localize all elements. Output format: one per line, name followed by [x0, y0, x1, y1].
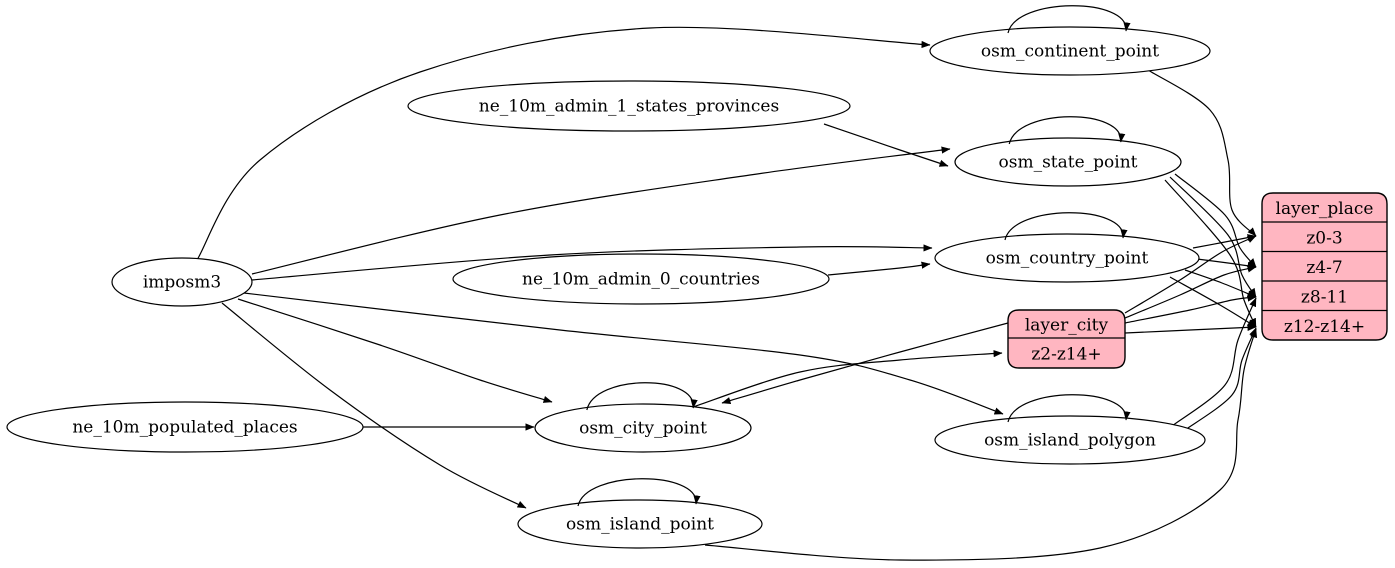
edge-imposm3-to-osm-island-point: [221, 302, 527, 509]
node-label: osm_country_point: [986, 249, 1149, 269]
node-osm-island-polygon: osm_island_polygon: [934, 394, 1206, 465]
layer-city-box: [1007, 309, 1126, 369]
edge-imposm3-to-osm-state-point: [251, 146, 951, 275]
edge-osm-state-point-to-layer-place-port-2: [1169, 176, 1257, 298]
edge-osm-country-point-to-layer-place-port-0: [1192, 234, 1257, 249]
edge-imposm3-to-osm-country-point: [251, 244, 933, 281]
edge-layer-city-to-layer-place-port-3: [1124, 323, 1257, 334]
edge-imposm3-to-osm-city-point: [237, 298, 553, 403]
node-ne-10m-admin-0-countries: ne_10m_admin_0_countries: [452, 253, 830, 305]
edge-osm-island-polygon-to-layer-place-port-2: [1171, 297, 1257, 427]
node-label: osm_island_point: [566, 515, 714, 535]
edge-self-osm-state-point: [1008, 116, 1126, 145]
edge-imposm3-to-osm-continent-point: [196, 26, 931, 261]
node-osm-continent-point: osm_continent_point: [929, 5, 1211, 76]
edge-osm-island-polygon-to-layer-place-port-3: [1184, 327, 1257, 431]
node-label: imposm3: [143, 273, 221, 293]
edge-osm-island-point-to-layer-place-port-3: [704, 328, 1258, 561]
node-layer-place: layer_place z0-3 z4-7 z8-11 z12-z14+: [1261, 192, 1388, 341]
node-label: osm_state_point: [999, 153, 1138, 173]
node-label: ne_10m_populated_places: [72, 418, 297, 438]
node-label: osm_city_point: [579, 419, 707, 439]
edge-osm-continent-point-to-layer-place-port-0: [1147, 69, 1257, 237]
node-osm-state-point: osm_state_point: [954, 116, 1182, 187]
node-osm-country-point: osm_country_point: [934, 212, 1200, 283]
node-ne-10m-admin-1-states-provinces: ne_10m_admin_1_states_provinces: [407, 80, 851, 132]
edge-imposm3-to-osm-island-polygon: [243, 292, 1004, 415]
edge-self-osm-island-polygon: [1007, 394, 1131, 423]
nodes-layer: imposm3 ne_10m_admin_1_states_provincesne…: [6, 5, 1388, 549]
node-ne-10m-populated-places: ne_10m_populated_places: [6, 401, 364, 453]
node-layer-city: layer_city z2-z14+: [1007, 309, 1126, 369]
node-osm-city-point: osm_city_point: [534, 382, 752, 453]
node-label: ne_10m_admin_0_countries: [522, 270, 760, 290]
node-label: osm_continent_point: [981, 42, 1159, 62]
layer-city-row-0: z2-z14+: [1031, 345, 1101, 365]
edge-osm-country-point-to-layer-place-port-3: [1169, 276, 1257, 328]
layer-place-row-0: z0-3: [1306, 228, 1342, 248]
edge-layer-city-to-layer-place-port-0: [1124, 235, 1257, 314]
edge-layer-city-to-osm-city-point: [721, 322, 1009, 405]
edge-layer-city-to-layer-place-port-1: [1124, 265, 1257, 319]
node-label: ne_10m_admin_1_states_provinces: [479, 97, 779, 117]
edge-self-osm-city-point: [586, 382, 698, 411]
edge-osm-state-point-to-layer-place-port-3: [1164, 179, 1257, 328]
edge-layer-city-to-layer-place-port-2: [1124, 294, 1257, 324]
edge-ne-10m-admin-1-states-provinces-to-osm-state-point: [823, 123, 949, 167]
edge-osm-country-point-to-layer-place-port-2: [1184, 269, 1257, 298]
edge-self-osm-country-point: [1004, 212, 1128, 241]
node-imposm3: imposm3: [111, 257, 253, 307]
record-header-label: layer_city: [1025, 316, 1109, 336]
node-label: osm_island_polygon: [984, 431, 1156, 451]
layer-place-row-2: z8-11: [1301, 287, 1348, 307]
layer-place-row-1: z4-7: [1306, 258, 1342, 278]
edges-layer: [196, 26, 1258, 561]
edge-osm-state-point-to-layer-place-port-1: [1174, 173, 1257, 268]
record-header-label: layer_place: [1276, 199, 1374, 219]
node-osm-island-point: osm_island_point: [517, 478, 763, 549]
layer-place-box: [1261, 192, 1388, 341]
edge-osm-city-point-to-layer-city-port-0: [692, 350, 1003, 408]
edge-self-osm-continent-point: [1007, 5, 1131, 34]
edge-ne-10m-admin-0-countries-to-osm-country-point: [827, 261, 931, 276]
layer-place-row-3: z12-z14+: [1284, 317, 1365, 337]
edge-self-osm-island-point: [577, 478, 701, 507]
